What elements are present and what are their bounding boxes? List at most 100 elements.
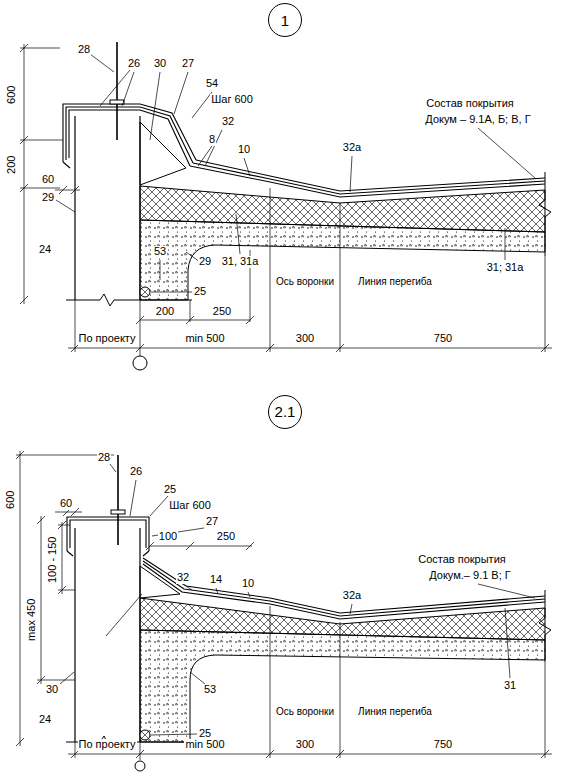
axis-line (75, 606, 545, 760)
leader-line (248, 592, 250, 597)
break-line (539, 172, 551, 256)
leader-line (151, 734, 197, 735)
detail-number: 1 (281, 13, 289, 28)
callout-number: 24 (38, 714, 52, 726)
dimension-text: 750 (433, 739, 453, 751)
dimension-line (58, 521, 75, 594)
roof-detail-drawing (16, 42, 552, 771)
callout-number: 31; 31а (486, 262, 525, 274)
fillet (140, 122, 186, 185)
dimension-text: 600 (5, 490, 17, 510)
leader-line (60, 594, 142, 684)
axis-label: Линия перегиба (357, 277, 433, 288)
callout-number: 30 (45, 684, 59, 696)
leader-line (56, 200, 75, 212)
callout-number: 32 (176, 572, 190, 584)
callout-number: 27 (181, 58, 195, 70)
anchor-bolt (111, 455, 125, 545)
dimension-text: По проекту (78, 739, 137, 751)
axis-label: Ось воронки (275, 277, 335, 288)
dimension-text: 300 (295, 739, 315, 751)
parapet-cap (63, 104, 196, 162)
leader-line (150, 72, 160, 140)
dimension-text: 300 (295, 333, 315, 345)
dimension-text: min 500 (184, 739, 225, 751)
callout-number: 25 (193, 286, 207, 298)
dimension-text: max 450 (26, 598, 38, 642)
leader-line (100, 70, 134, 106)
leader-line (505, 608, 510, 678)
callout-number: 14 (209, 574, 223, 586)
spacing-note: Шаг 600 (168, 500, 212, 512)
dimension-text: 100 (158, 531, 178, 543)
sealant-cord (140, 730, 150, 740)
callout-number: 26 (129, 466, 143, 478)
callout-number: 10 (241, 578, 255, 590)
parapet-cap (63, 162, 70, 168)
callout-number: 27 (205, 516, 219, 528)
axis-label: Ось воронки (275, 707, 335, 718)
leader-line (478, 128, 535, 178)
roofing-layers (190, 166, 545, 197)
note-text: Докум – 9.1А, Б; В, Г (424, 114, 531, 126)
concrete-slab (140, 630, 545, 742)
sealant-cord (141, 288, 149, 296)
sealant-cord (140, 287, 150, 297)
sealant-cord (140, 287, 150, 297)
parapet-cap (67, 517, 149, 556)
roofing-layers (196, 160, 545, 191)
dimension-line (16, 451, 552, 758)
leader-line (160, 260, 161, 280)
callout-number: 32а (342, 590, 362, 602)
callout-number: 25 (198, 728, 212, 740)
dimension-line (16, 451, 24, 746)
note-heading: Состав покрытия (425, 98, 515, 110)
callout-number: 53 (203, 684, 217, 696)
axis-line (75, 606, 545, 760)
detail-number-circle: 2.1 (268, 395, 303, 430)
leader-line (186, 586, 192, 590)
dimension-line (20, 48, 63, 188)
leader-line (216, 588, 218, 594)
leader-line (151, 292, 192, 293)
axis-label: Линия перегиба (357, 707, 433, 718)
leader-line (174, 72, 188, 114)
dimension-line (55, 186, 80, 194)
parapet-cap (70, 520, 146, 548)
leader-line (478, 584, 535, 598)
parapet-wall (75, 528, 140, 742)
leader-line (110, 464, 116, 472)
dimension-text: 600 (6, 85, 18, 105)
callout-number: 26 (127, 58, 141, 70)
leader-line (350, 604, 352, 614)
callout-number: 8 (208, 134, 216, 146)
dimension-text: 60 (41, 174, 55, 186)
axis-line (75, 188, 545, 356)
roofing-layers (193, 163, 545, 194)
callout-number: 32 (221, 116, 235, 128)
dimension-text: 750 (433, 333, 453, 345)
roofing-layers (143, 558, 545, 613)
callout-number: 28 (97, 452, 111, 464)
callout-number: 54 (205, 78, 219, 90)
leader-line (350, 156, 352, 192)
anchor-bolt (110, 100, 124, 104)
spacing-note: Шаг 600 (210, 94, 254, 106)
dimension-text: min 500 (184, 333, 225, 345)
callout-number: 30 (153, 58, 167, 70)
dimension-text: 250 (212, 306, 232, 318)
dimension-line (37, 516, 75, 684)
reference-circle (135, 761, 145, 771)
dimension-line (146, 542, 254, 550)
fillet (140, 566, 180, 598)
dimension-line (71, 750, 549, 758)
parapet-cap (67, 517, 149, 551)
callout-number: 24 (38, 244, 52, 256)
leader-line (130, 480, 136, 516)
callout-number: 32а (342, 142, 362, 154)
callout-number: 28 (77, 44, 91, 56)
callout-number: 29 (41, 192, 55, 204)
callout-number: 53 (153, 246, 167, 258)
concrete-slab (140, 220, 545, 300)
